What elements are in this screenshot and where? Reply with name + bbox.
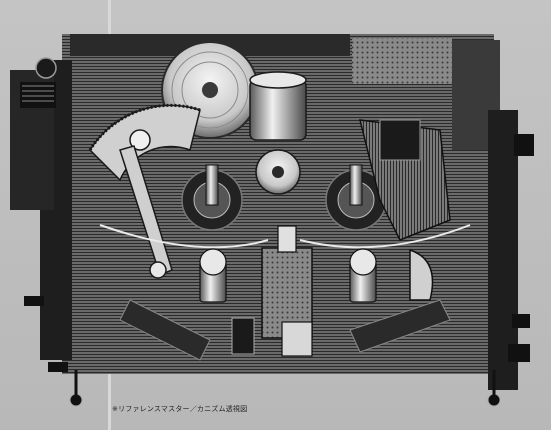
right-reel-hub: [325, 164, 387, 231]
capstan-motor: [249, 71, 307, 195]
left-reel-hub: [181, 164, 243, 231]
head-block: [231, 225, 313, 357]
left-lower-lever: [119, 299, 211, 361]
right-side-rail: [488, 110, 518, 390]
right-lower-lever: [349, 299, 451, 353]
foot-right-bottom: [508, 344, 530, 362]
top-right-panel: [352, 38, 452, 84]
connecting-rod: [119, 145, 173, 279]
right-arm-assembly: [359, 119, 451, 301]
tape-guide-right: [299, 224, 471, 249]
foot-left-bottom: [48, 362, 68, 372]
left-spring-coil: [20, 57, 57, 108]
left-pinch-roller: [199, 248, 227, 303]
foot-right-top: [514, 134, 534, 156]
tape-guide-left: [99, 224, 269, 249]
figure-caption: ※リファレンスマスター／カニズム透視図: [112, 405, 248, 413]
foot-left: [24, 296, 44, 306]
right-pinch-roller: [349, 248, 377, 303]
foot-right-mid: [512, 314, 530, 328]
